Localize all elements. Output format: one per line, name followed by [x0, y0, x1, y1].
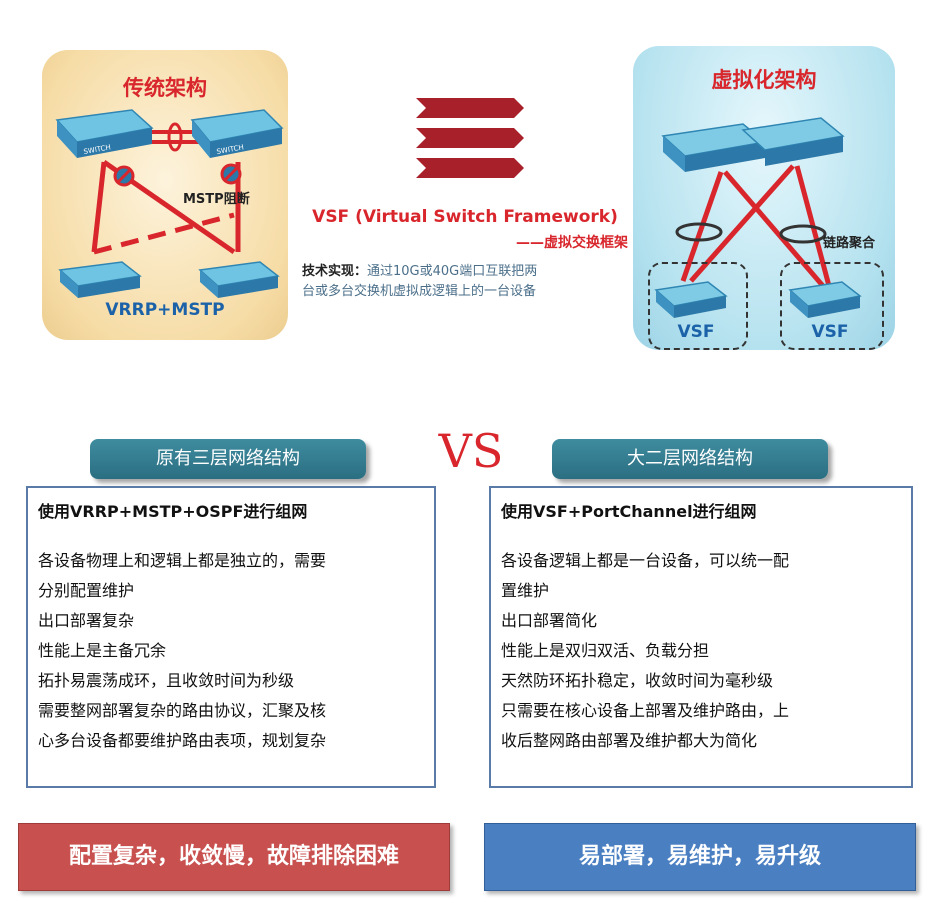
vs-label: VS — [438, 424, 504, 478]
mstp-block-label: MSTP阻断 — [183, 192, 250, 207]
right-line: 置维护 — [501, 581, 550, 600]
link-aggregation-ring-right — [779, 224, 827, 244]
desc-line2: 台或多台交换机虚拟成逻辑上的一台设备 — [302, 284, 537, 299]
virtual-topology-diagram — [661, 117, 845, 288]
right-line: 只需要在核心设备上部署及维护路由，上 — [501, 701, 790, 720]
vsf-subtitle: ——虚拟交换框架 — [516, 235, 628, 251]
vsf-group-right — [780, 262, 884, 350]
vsf-label-left: VSF — [677, 322, 715, 342]
right-line: 各设备逻辑上都是一台设备，可以统一配 — [501, 551, 790, 570]
access-switch-left — [58, 261, 142, 298]
left-line: 分别配置维护 — [38, 581, 135, 600]
access-switch-right — [198, 261, 280, 298]
virtual-title: 虚拟化架构 — [711, 68, 817, 92]
left-line: 需要整网部署复杂的路由协议，汇聚及核 — [38, 701, 327, 720]
link-aggregation-label: 链路聚合 — [823, 236, 876, 251]
right-description-box: 使用VSF+PortChannel进行组网 各设备逻辑上都是一台设备，可以统一配… — [489, 486, 913, 788]
right-box-header: 使用VSF+PortChannel进行组网 — [501, 502, 757, 521]
arrows-graphic — [416, 98, 524, 178]
access-vsf-switch-left — [654, 281, 728, 318]
traditional-title: 传统架构 — [123, 76, 207, 100]
traditional-subtitle: VRRP+MSTP — [105, 300, 225, 320]
left-line: 性能上是主备冗余 — [38, 641, 167, 660]
right-line: 性能上是双归双活、负载分担 — [501, 641, 710, 660]
arrow-icon — [416, 98, 524, 118]
core-switch-left: SWITCH — [55, 109, 154, 158]
left-line: 各设备物理上和逻辑上都是独立的，需要 — [38, 551, 327, 570]
right-structure-tag: 大二层网络结构 — [552, 439, 828, 479]
left-summary-banner: 配置复杂，收敛慢，故障排除困难 — [18, 823, 450, 891]
desc-label: 技术实现： — [302, 264, 368, 279]
left-line: 心多台设备都要维护路由表项，规划复杂 — [38, 731, 327, 750]
right-line: 天然防环拓扑稳定，收敛时间为毫秒级 — [501, 671, 774, 690]
access-vsf-switch-right — [788, 281, 862, 318]
left-line: 出口部署复杂 — [38, 611, 135, 630]
vsf-label-right: VSF — [811, 322, 849, 342]
left-structure-tag: 原有三层网络结构 — [90, 439, 366, 479]
link-aggregation-ring-left — [675, 222, 723, 242]
arrow-icon — [416, 128, 524, 148]
arrow-icon — [416, 158, 524, 178]
link-bundle-icon — [167, 122, 183, 152]
desc-line1: 通过10G或40G端口互联把两 — [367, 264, 538, 279]
left-description-box: 使用VRRP+MSTP+OSPF进行组网 各设备物理上和逻辑上都是独立的，需要 … — [26, 486, 436, 788]
core-switch-right: SWITCH — [190, 109, 284, 158]
traditional-topology-diagram: SWITCH SWITCH — [55, 109, 284, 298]
left-line: 拓扑易震荡成环，且收敛时间为秒级 — [38, 671, 295, 690]
core-vsf-switch — [661, 117, 845, 172]
left-box-header: 使用VRRP+MSTP+OSPF进行组网 — [38, 502, 308, 521]
vsf-group-left — [648, 262, 748, 350]
right-summary-banner: 易部署，易维护，易升级 — [484, 823, 916, 891]
vsf-description: 技术实现：通过10G或40G端口互联把两 台或多台交换机虚拟成逻辑上的一台设备 — [302, 262, 632, 302]
right-line: 收后整网路由部署及维护都大为简化 — [501, 731, 758, 750]
right-line: 出口部署简化 — [501, 611, 598, 630]
vsf-title: VSF (Virtual Switch Framework) — [312, 207, 618, 227]
